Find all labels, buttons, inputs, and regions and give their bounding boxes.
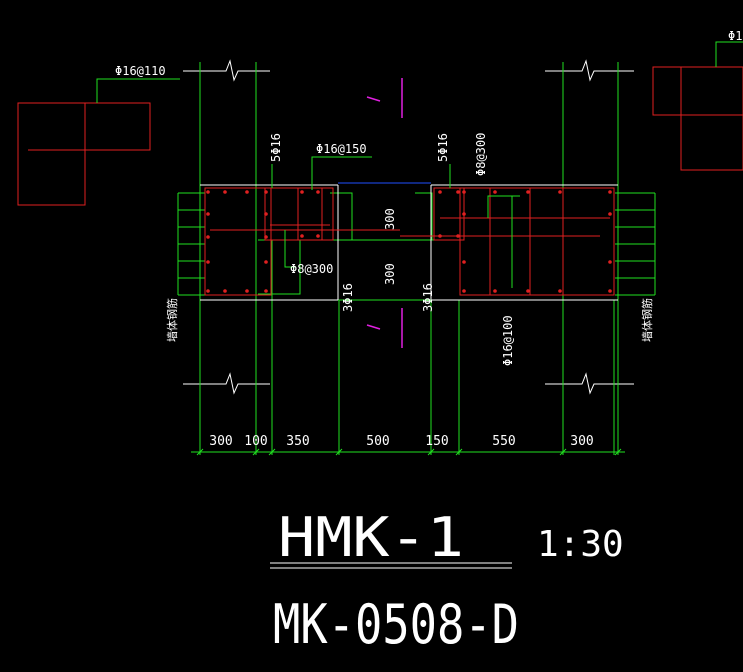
dimension-text: 300: [570, 434, 593, 449]
dimension-text: 300: [209, 434, 232, 449]
top-right-leader: [715, 41, 743, 67]
dimension-text: 550: [492, 434, 515, 449]
top-left-bar-label: Φ16@110: [115, 64, 166, 78]
label-leaders: [271, 156, 520, 288]
wall-tie-lines: [177, 192, 656, 301]
right-column-rebar: [400, 187, 615, 296]
section-marks: [366, 78, 403, 348]
extension-lines: [191, 62, 625, 455]
dimension-text: 100: [244, 434, 267, 449]
beam-stirrup-label: Φ8@300: [290, 262, 333, 276]
concrete-outline: [200, 184, 618, 301]
right-bottom-bar-label: Φ16@100: [501, 315, 515, 366]
beam-bottom-right-label: 3Φ16: [421, 283, 435, 312]
dimension-text: 150: [425, 434, 448, 449]
dimension-text: 350: [286, 434, 309, 449]
break-lines: [183, 59, 634, 395]
right-column-bars-label: 5Φ16: [436, 133, 450, 162]
title-underline: [270, 562, 512, 569]
drawing-title: HMK-1: [278, 506, 464, 569]
opening-dim-upper: 300: [383, 208, 397, 230]
opening-dim-lower: 300: [383, 263, 397, 285]
dimension-text-group: 300 100 350 500 150 550 300: [209, 434, 593, 449]
top-right-bar-label: Φ1: [728, 29, 742, 43]
top-left-bar-detail: [17, 102, 151, 206]
drawing-subtitle: MK-0508-D: [273, 593, 519, 656]
rebar-dots: [206, 190, 612, 293]
left-wall-note: 墙体钢筋: [165, 298, 179, 342]
top-left-leader: [96, 78, 180, 103]
dimension-ticks: [196, 448, 622, 456]
left-column-rebar: [204, 187, 400, 296]
dimension-text: 500: [366, 434, 389, 449]
left-column-bars-label: 5Φ16: [269, 133, 283, 162]
top-right-bar-detail: [652, 66, 743, 171]
beam-bottom-left-label: 3Φ16: [341, 283, 355, 312]
beam-top-bars-label: Φ16@150: [316, 142, 367, 156]
right-stirrup-label: Φ8@300: [474, 133, 488, 176]
right-wall-note: 墙体钢筋: [640, 298, 654, 342]
drawing-scale: 1:30: [537, 524, 624, 565]
